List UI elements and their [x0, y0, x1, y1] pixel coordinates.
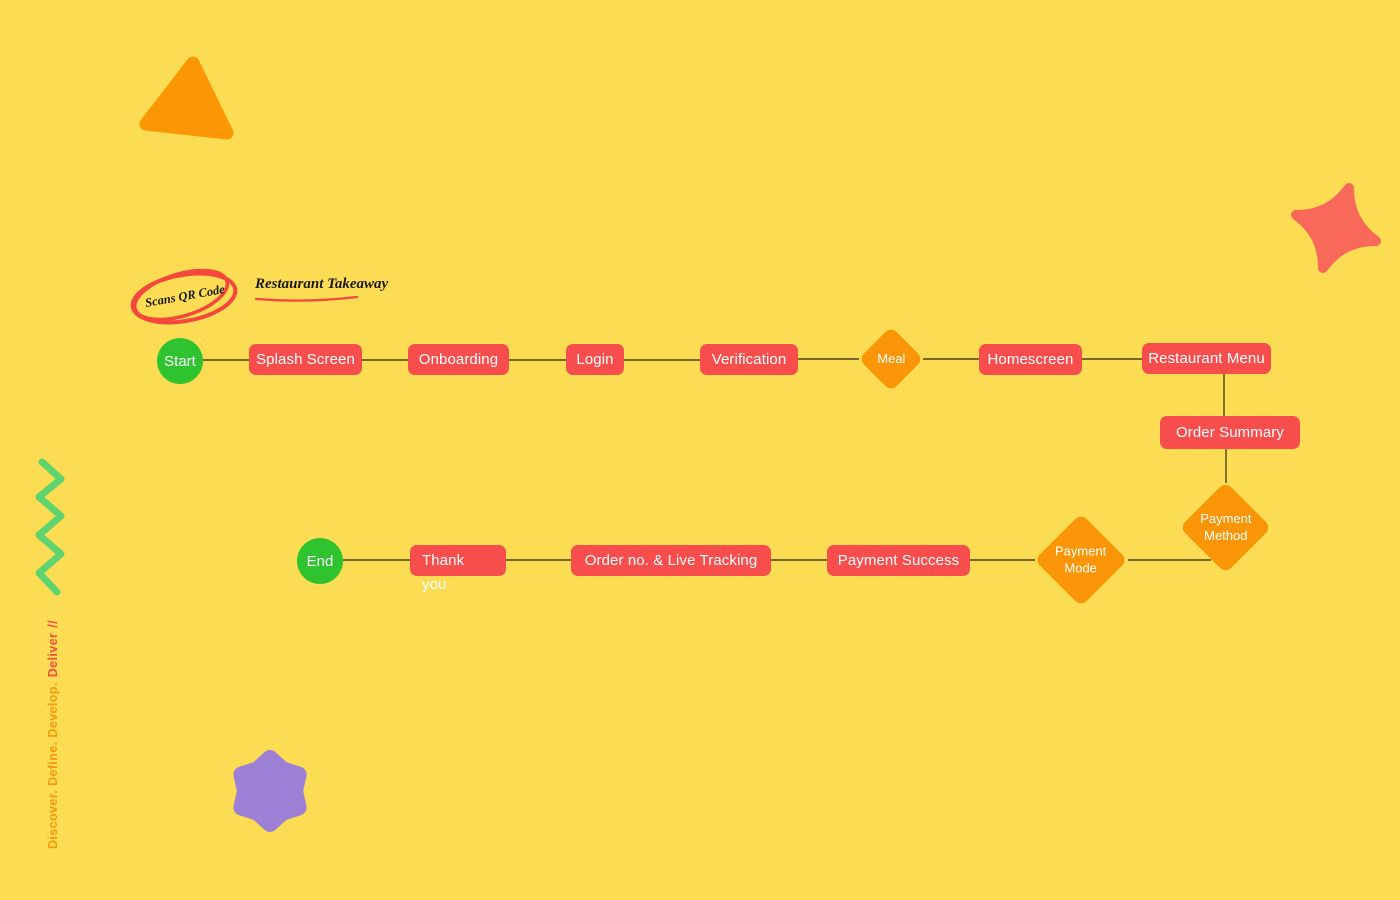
flow-node-label: Order no. & Live Tracking	[584, 552, 758, 569]
flow-node-label: Homescreen	[987, 351, 1074, 368]
flow-node-restaurant-menu[interactable]: Restaurant Menu	[1142, 343, 1271, 374]
flow-node-start[interactable]: Start	[157, 338, 203, 384]
flow-node-label: Meal	[876, 351, 906, 367]
flow-node-label: Payment Success	[837, 552, 960, 569]
title-underline	[254, 295, 359, 302]
flow-node-end[interactable]: End	[297, 538, 343, 584]
flow-node-label: Onboarding	[418, 351, 499, 368]
flow-node-thank-you[interactable]: Thank you	[410, 545, 506, 593]
flow-node-label: Verification	[711, 351, 787, 368]
flow-node-label: Payment Method	[1199, 510, 1251, 543]
flow-node-payment-success[interactable]: Payment Success	[827, 545, 970, 576]
flow-node-label: End	[306, 552, 334, 570]
flow-node-login[interactable]: Login	[566, 344, 624, 375]
tagline-phases: Discover. Define. Develop.	[46, 682, 60, 849]
flow-node-label: Order Summary	[1176, 424, 1284, 441]
flow-node-homescreen[interactable]: Homescreen	[979, 344, 1082, 375]
triangle-shape[interactable]	[139, 56, 234, 140]
star-shape[interactable]	[1283, 175, 1389, 281]
flow-node-label: Splash Screen	[256, 351, 355, 368]
flow-node-splash-screen[interactable]: Splash Screen	[249, 344, 362, 375]
flow-node-label: Thank you	[422, 552, 465, 593]
qr-note-circle-sketch[interactable]	[129, 261, 239, 330]
flow-node-order-tracking[interactable]: Order no. & Live Tracking	[571, 545, 771, 576]
flow-node-onboarding[interactable]: Onboarding	[408, 344, 509, 375]
flow-node-label: Restaurant Menu	[1148, 350, 1265, 367]
flow-node-verification[interactable]: Verification	[700, 344, 798, 375]
flow-node-label: Start	[164, 352, 196, 370]
blob-shape[interactable]	[233, 750, 307, 832]
flow-node-order-summary[interactable]: Order Summary	[1160, 416, 1300, 449]
zigzag-shape[interactable]	[35, 458, 65, 596]
flow-node-label: Login	[576, 351, 614, 368]
tagline-highlight: Deliver	[46, 632, 60, 678]
tagline-slashes: //	[46, 620, 60, 628]
board-title[interactable]: Restaurant Takeaway	[255, 276, 389, 292]
flow-node-label: Payment Mode	[1055, 543, 1107, 576]
process-tagline[interactable]: Discover. Define. Develop. Deliver //	[46, 615, 60, 849]
